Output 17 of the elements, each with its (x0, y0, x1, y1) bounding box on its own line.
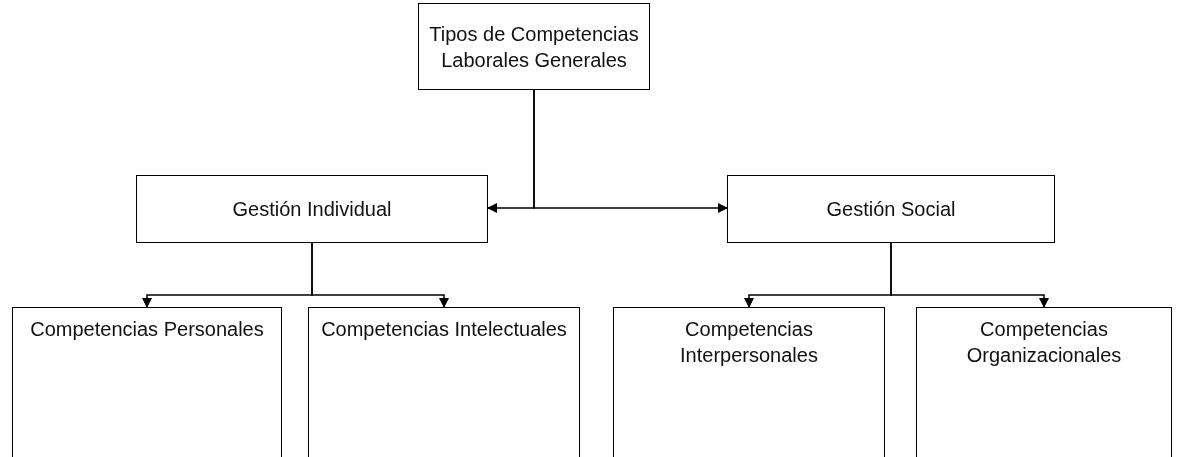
box-label: Gestión Social (826, 197, 956, 222)
box-label: Gestión Individual (232, 197, 392, 222)
process-box (613, 307, 885, 457)
box-label: Tipos de Competencias Laborales Generales (428, 21, 640, 73)
process-box (916, 307, 1172, 457)
process-box (136, 175, 488, 243)
arrow (533, 89, 728, 213)
process-box (727, 175, 1055, 243)
arrow (890, 242, 1049, 308)
box-label: Competencias Organizacionales (965, 317, 1123, 368)
arrow (311, 242, 449, 308)
process-box (308, 307, 580, 457)
process-box (418, 3, 650, 90)
process-box (12, 307, 282, 457)
box-label: Competencias Interpersonales (679, 317, 819, 368)
box-label: Competencias Intelectuales (321, 317, 567, 342)
box-label: Competencias Personales (30, 317, 264, 342)
